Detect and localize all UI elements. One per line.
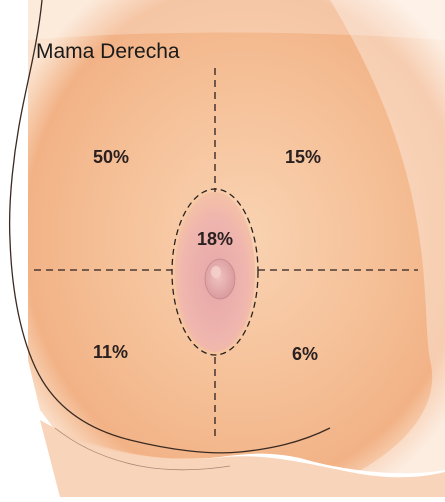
upper-outer-percentage: 50% bbox=[93, 147, 129, 168]
lower-inner-percentage: 6% bbox=[292, 344, 318, 365]
upper-inner-percentage: 15% bbox=[285, 147, 321, 168]
central-percentage: 18% bbox=[197, 229, 233, 250]
nipple-highlight bbox=[211, 266, 221, 278]
diagram-title: Mama Derecha bbox=[36, 40, 180, 64]
lower-outer-percentage: 11% bbox=[93, 342, 128, 363]
nipple bbox=[205, 259, 235, 299]
